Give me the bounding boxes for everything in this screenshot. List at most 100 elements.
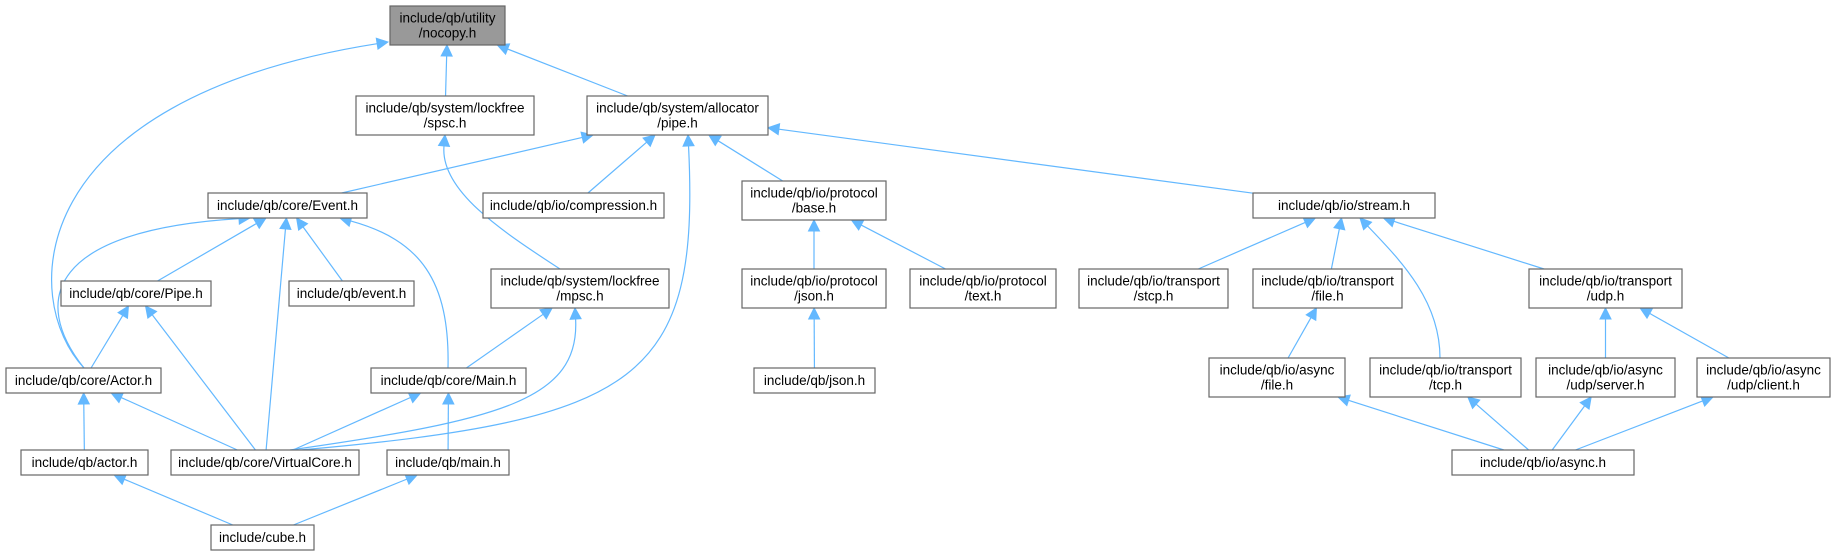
- node-label-main_core-line-0: include/qb/core/Main.h: [381, 373, 517, 388]
- node-tfile[interactable]: include/qb/io/transport/file.h: [1252, 268, 1403, 309]
- node-main_core[interactable]: include/qb/core/Main.h: [370, 367, 527, 394]
- node-label-tudp-line-0: include/qb/io/transport: [1539, 274, 1672, 289]
- edge-mpsc-to-spsc-arrowhead: [437, 133, 451, 148]
- node-label-proto_json-line-1: /json.h: [794, 289, 834, 304]
- node-box-afile[interactable]: [1208, 357, 1346, 398]
- edge-tfile-to-stream-arrowhead: [1333, 216, 1346, 231]
- node-proto_json[interactable]: include/qb/io/protocol/json.h: [741, 268, 887, 309]
- node-box-proto_text[interactable]: [909, 268, 1057, 309]
- node-box-virtualcore[interactable]: [170, 449, 360, 476]
- edge-stcp-to-stream: [1198, 221, 1306, 270]
- node-udpclient[interactable]: include/qb/io/async/udp/client.h: [1696, 357, 1831, 398]
- node-ttcp[interactable]: include/qb/io/transport/tcp.h: [1369, 357, 1522, 398]
- edge-actor_core-to-core_pipe-arrowhead: [117, 305, 130, 320]
- node-label-proto_text-line-0: include/qb/io/protocol: [919, 274, 1047, 289]
- node-event_h[interactable]: include/qb/event.h: [288, 280, 415, 307]
- edge-virtualcore-to-mpsc: [289, 318, 577, 451]
- node-udpserver[interactable]: include/qb/io/async/udp/server.h: [1535, 357, 1676, 398]
- edge-main_core-to-mpsc: [466, 313, 544, 369]
- node-box-main_h[interactable]: [386, 449, 510, 476]
- node-tudp[interactable]: include/qb/io/transport/udp.h: [1528, 268, 1683, 309]
- edge-afile-to-tfile: [1287, 317, 1312, 359]
- node-box-compression[interactable]: [482, 192, 665, 219]
- edge-virtualcore-to-main_core: [292, 396, 411, 451]
- node-main_h[interactable]: include/qb/main.h: [386, 449, 510, 476]
- node-label-stcp-line-1: /stcp.h: [1134, 289, 1174, 304]
- node-event_core[interactable]: include/qb/core/Event.h: [207, 192, 368, 219]
- node-label-virtualcore-line-0: include/qb/core/VirtualCore.h: [178, 455, 352, 470]
- node-afile[interactable]: include/qb/io/async/file.h: [1208, 357, 1346, 398]
- node-box-proto_base[interactable]: [741, 180, 887, 221]
- node-box-nocopy[interactable]: [389, 5, 506, 46]
- node-actor_h[interactable]: include/qb/actor.h: [20, 449, 149, 476]
- edge-json_h-to-proto_json-arrowhead: [807, 306, 821, 320]
- node-mpsc[interactable]: include/qb/system/lockfree/mpsc.h: [490, 268, 670, 309]
- node-label-tudp-line-1: /udp.h: [1587, 289, 1625, 304]
- edge-compression-to-pipe_h-arrowhead: [642, 134, 656, 148]
- edge-core_pipe-to-event_core-arrowhead: [252, 217, 267, 230]
- edge-virtualcore-to-core_pipe: [151, 314, 256, 451]
- node-pipe_h[interactable]: include/qb/system/allocator/pipe.h: [586, 95, 769, 136]
- node-nocopy[interactable]: include/qb/utility/nocopy.h: [389, 5, 506, 46]
- edge-async_h-to-udpserver: [1551, 405, 1586, 451]
- node-proto_base[interactable]: include/qb/io/protocol/base.h: [741, 180, 887, 221]
- edge-udpserver-to-tudp-arrowhead: [1599, 306, 1612, 320]
- node-compression[interactable]: include/qb/io/compression.h: [482, 192, 665, 219]
- node-label-tfile-line-1: /file.h: [1311, 289, 1343, 304]
- node-box-mpsc[interactable]: [490, 268, 670, 309]
- node-virtualcore[interactable]: include/qb/core/VirtualCore.h: [170, 449, 360, 476]
- node-box-spsc[interactable]: [355, 95, 535, 136]
- node-box-core_pipe[interactable]: [60, 280, 212, 307]
- node-actor_core[interactable]: include/qb/core/Actor.h: [5, 367, 162, 394]
- node-box-event_core[interactable]: [207, 192, 368, 219]
- node-box-stcp[interactable]: [1078, 268, 1229, 309]
- node-label-nocopy-line-1: /nocopy.h: [419, 26, 477, 41]
- node-label-proto_base-line-1: /base.h: [792, 201, 836, 216]
- edge-tfile-to-stream: [1330, 228, 1340, 270]
- node-box-udpclient[interactable]: [1696, 357, 1831, 398]
- node-stcp[interactable]: include/qb/io/transport/stcp.h: [1078, 268, 1229, 309]
- node-cube[interactable]: include/cube.h: [210, 524, 315, 551]
- node-label-proto_json-line-0: include/qb/io/protocol: [750, 274, 878, 289]
- node-label-async_h-line-0: include/qb/io/async.h: [1480, 455, 1606, 470]
- edge-udpclient-to-tudp: [1649, 312, 1730, 359]
- edge-async_h-to-ttcp: [1475, 403, 1530, 451]
- edge-core_pipe-to-event_core: [157, 223, 257, 282]
- node-box-event_h[interactable]: [288, 280, 415, 307]
- node-box-proto_json[interactable]: [741, 268, 887, 309]
- node-async_h[interactable]: include/qb/io/async.h: [1451, 449, 1635, 476]
- node-box-udpserver[interactable]: [1535, 357, 1676, 398]
- node-spsc[interactable]: include/qb/system/lockfree/spsc.h: [355, 95, 535, 136]
- node-box-tfile[interactable]: [1252, 268, 1403, 309]
- node-box-async_h[interactable]: [1451, 449, 1635, 476]
- node-stream[interactable]: include/qb/io/stream.h: [1252, 192, 1436, 219]
- edge-pipe_h-to-nocopy: [507, 48, 628, 97]
- node-label-actor_h-line-0: include/qb/actor.h: [32, 455, 138, 470]
- edge-ttcp-to-stream: [1367, 225, 1441, 359]
- edge-main_core-to-mpsc-arrowhead: [539, 307, 554, 320]
- node-box-pipe_h[interactable]: [586, 95, 769, 136]
- node-label-mpsc-line-1: /mpsc.h: [556, 289, 603, 304]
- node-box-ttcp[interactable]: [1369, 357, 1522, 398]
- node-json_h[interactable]: include/qb/json.h: [753, 367, 876, 394]
- edge-main_h-to-main_core-arrowhead: [442, 391, 455, 405]
- node-box-stream[interactable]: [1252, 192, 1436, 219]
- node-label-stcp-line-0: include/qb/io/transport: [1087, 274, 1220, 289]
- node-box-main_core[interactable]: [370, 367, 527, 394]
- node-label-stream-line-0: include/qb/io/stream.h: [1278, 198, 1410, 213]
- edge-virtualcore-to-event_core-arrowhead: [279, 216, 292, 231]
- node-label-spsc-line-1: /spsc.h: [424, 116, 467, 131]
- node-label-compression-line-0: include/qb/io/compression.h: [490, 198, 657, 213]
- node-label-main_h-line-0: include/qb/main.h: [395, 455, 501, 470]
- node-proto_text[interactable]: include/qb/io/protocol/text.h: [909, 268, 1057, 309]
- node-box-json_h[interactable]: [753, 367, 876, 394]
- node-core_pipe[interactable]: include/qb/core/Pipe.h: [60, 280, 212, 307]
- node-box-tudp[interactable]: [1528, 268, 1683, 309]
- node-box-actor_h[interactable]: [20, 449, 149, 476]
- node-box-cube[interactable]: [210, 524, 315, 551]
- nodes-layer: include/qb/utility/nocopy.h include/qb/sy…: [5, 5, 1831, 551]
- node-label-udpserver-line-1: /udp/server.h: [1566, 378, 1644, 393]
- node-box-actor_core[interactable]: [5, 367, 162, 394]
- edge-event_core-to-pipe_h: [341, 136, 583, 194]
- node-label-proto_text-line-1: /text.h: [965, 289, 1002, 304]
